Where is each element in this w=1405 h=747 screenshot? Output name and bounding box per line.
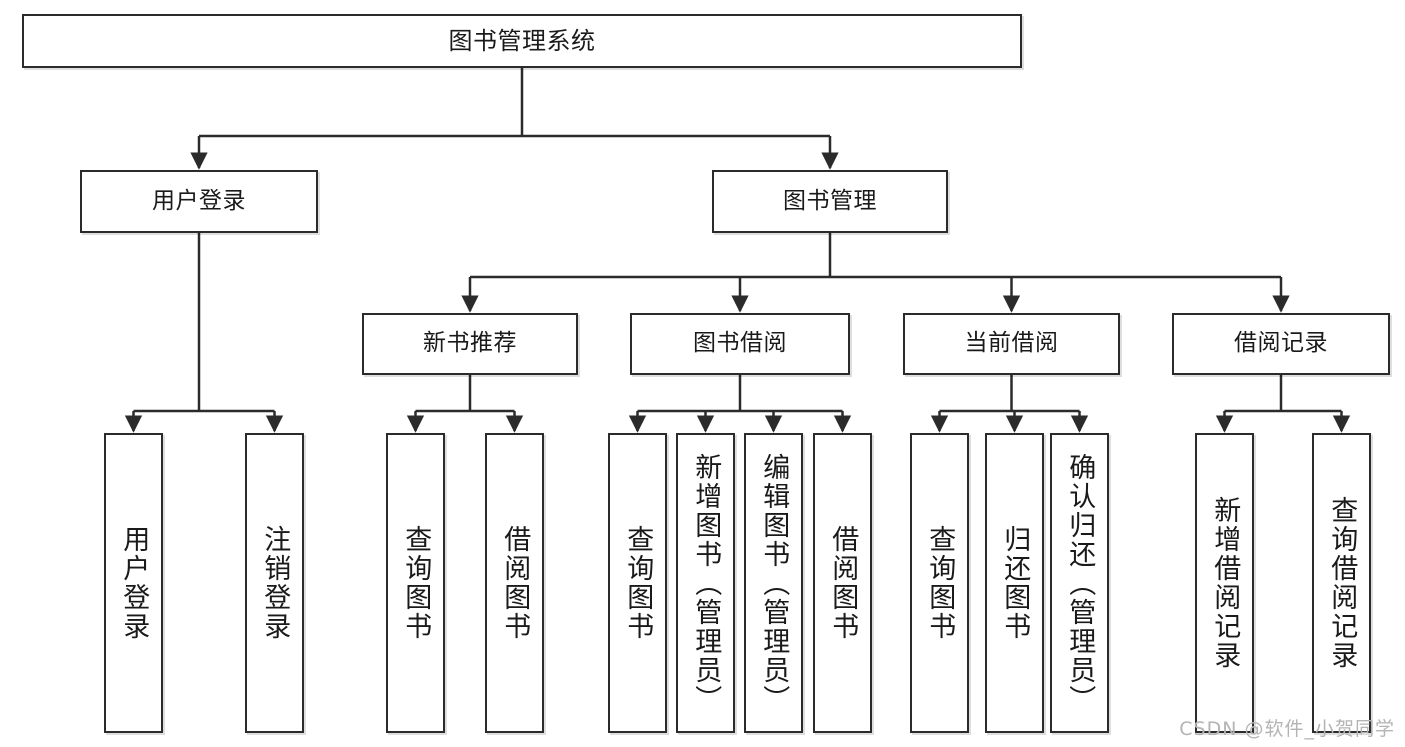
node-borrow[interactable]: 图书借阅	[630, 313, 850, 375]
node-label: 新书推荐	[423, 330, 517, 357]
node-nb-borrow[interactable]: 借阅图书	[485, 433, 544, 733]
node-label: 查询图书	[400, 525, 432, 641]
node-rec-add[interactable]: 新增借阅记录	[1195, 433, 1254, 733]
node-bk-edit[interactable]: 编辑图书（管理员）	[744, 433, 803, 733]
node-label: 新增借阅记录	[1209, 496, 1241, 670]
node-label: 注销登录	[259, 525, 291, 641]
node-login[interactable]: 用户登录	[80, 170, 318, 233]
node-label: 图书借阅	[693, 330, 787, 357]
node-label: 当前借阅	[964, 330, 1059, 357]
node-label: 图书管理系统	[448, 26, 596, 55]
node-cur-confirm[interactable]: 确认归还（管理员）	[1050, 433, 1109, 733]
node-bk-borrow[interactable]: 借阅图书	[813, 433, 872, 733]
node-root[interactable]: 图书管理系统	[22, 14, 1022, 68]
node-rec-query[interactable]: 查询借阅记录	[1312, 433, 1371, 733]
node-bk-add[interactable]: 新增图书（管理员）	[676, 433, 735, 733]
node-label: 借阅图书	[499, 525, 531, 641]
node-login-in[interactable]: 用户登录	[104, 433, 163, 733]
node-login-out[interactable]: 注销登录	[245, 433, 304, 733]
node-label: 查询图书	[622, 525, 654, 641]
watermark-text: CSDN @软件_小贺同学	[1179, 718, 1395, 740]
node-cur-query[interactable]: 查询图书	[910, 433, 969, 733]
node-cur-return[interactable]: 归还图书	[985, 433, 1044, 733]
node-label: 查询借阅记录	[1326, 496, 1358, 670]
node-label: 图书管理	[783, 187, 877, 214]
node-label: 借阅记录	[1234, 330, 1328, 357]
node-bookmgmt[interactable]: 图书管理	[712, 170, 948, 233]
node-label: 编辑图书（管理员）	[758, 452, 790, 714]
node-label: 归还图书	[999, 525, 1031, 641]
node-current[interactable]: 当前借阅	[903, 313, 1120, 375]
node-label: 用户登录	[152, 187, 246, 214]
node-bk-query[interactable]: 查询图书	[608, 433, 667, 733]
node-label: 查询图书	[924, 525, 956, 641]
node-newbook[interactable]: 新书推荐	[362, 313, 578, 375]
node-label: 新增图书（管理员）	[690, 452, 722, 714]
node-label: 用户登录	[118, 525, 150, 641]
node-label: 确认归还（管理员）	[1064, 452, 1096, 714]
node-records[interactable]: 借阅记录	[1172, 313, 1390, 375]
node-nb-query[interactable]: 查询图书	[386, 433, 445, 733]
node-label: 借阅图书	[827, 525, 859, 641]
